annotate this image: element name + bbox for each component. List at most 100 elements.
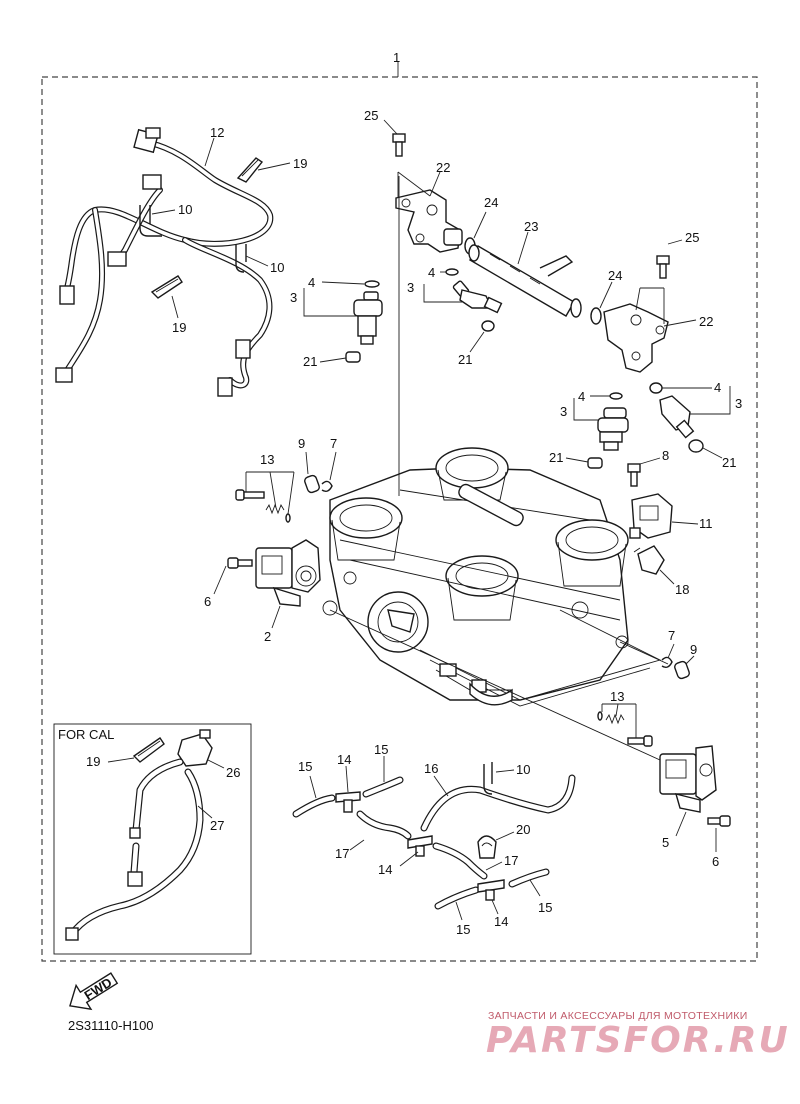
screw-6-right (707, 815, 731, 827)
part-label-19-mid: 19 (172, 320, 186, 335)
bolt-25-right (656, 255, 670, 279)
wire-clip-10-a (139, 205, 162, 237)
part-label-21-center: 21 (458, 352, 472, 367)
watermark-brand: PARTSFOR.RU (486, 1020, 790, 1061)
fuel-rail-joint-22-left (395, 189, 463, 253)
o-ring-4-center (445, 268, 459, 276)
hose-15-bottom-left (434, 886, 480, 910)
sensor-18 (633, 545, 665, 575)
band-clamp-19-top (236, 157, 264, 183)
band-clamp-19-mid (150, 275, 183, 299)
part-label-9-left: 9 (298, 436, 305, 451)
t-joint-14-mid (407, 835, 433, 857)
part-label-22-left: 22 (436, 160, 450, 175)
screw-6-left (227, 557, 253, 569)
for-cal-inset (53, 723, 252, 955)
hose-15-bottom-right (508, 868, 550, 888)
part-label-4-rl: 4 (578, 389, 585, 404)
part-label-1: 1 (393, 50, 400, 65)
o-ring-24-right (590, 307, 602, 325)
part-label-7-right: 7 (668, 628, 675, 643)
part-label-19-top: 19 (293, 156, 307, 171)
part-label-10-a: 10 (178, 202, 192, 217)
part-label-10-c: 10 (516, 762, 530, 777)
part-label-21-right: 21 (722, 455, 736, 470)
injector-seal-21-rl (587, 457, 603, 469)
part-label-19-inset: 19 (86, 754, 100, 769)
part-label-25-right: 25 (685, 230, 699, 245)
hose-17-right (432, 842, 488, 880)
part-label-13-left: 13 (260, 452, 274, 467)
hose-16 (420, 774, 576, 832)
hose-clip-10-c (483, 762, 493, 795)
watermark-tagline: ЗАПЧАСТИ И АКСЕССУАРЫ ДЛЯ МОТОТЕХНИКИ (488, 1010, 748, 1022)
assembly-boundary (41, 76, 758, 962)
fuel-rail-23 (468, 244, 582, 318)
part-label-15-left: 15 (298, 759, 312, 774)
part-label-21-left: 21 (303, 354, 317, 369)
part-label-15-bottom-right: 15 (538, 900, 552, 915)
canister-valve-26 (177, 729, 213, 767)
fuel-injector-3-left (353, 291, 383, 345)
clip-7-left (321, 480, 333, 493)
injector-seal-21-left (345, 351, 361, 363)
part-label-4-center: 4 (428, 265, 435, 280)
hose-17-left (356, 810, 412, 840)
part-label-7-left: 7 (330, 436, 337, 451)
part-label-4-left: 4 (308, 275, 315, 290)
adjust-screw-set-13-left (235, 489, 291, 523)
part-label-27: 27 (210, 818, 224, 833)
o-ring-4-rl (609, 392, 623, 400)
part-label-5: 5 (662, 835, 669, 850)
part-label-24-left: 24 (484, 195, 498, 210)
t-joint-14-bottom (477, 879, 505, 901)
part-label-4-right: 4 (714, 380, 721, 395)
part-label-26: 26 (226, 765, 240, 780)
intake-pressure-sensor-11 (629, 493, 673, 539)
cap-9-right (674, 660, 690, 680)
wire-harness (55, 127, 274, 397)
fuel-injector-3-right (659, 395, 695, 439)
cap-9-left (304, 474, 320, 494)
part-label-14-mid: 14 (378, 862, 392, 877)
hose-15-top (362, 776, 404, 798)
part-label-12: 12 (210, 125, 224, 140)
part-label-16: 16 (424, 761, 438, 776)
throttle-position-sensor-2 (255, 539, 321, 607)
part-label-17-right: 17 (504, 853, 518, 868)
o-ring-4-left (364, 280, 380, 288)
part-label-14-top: 14 (337, 752, 351, 767)
part-label-3-center: 3 (407, 280, 414, 295)
part-label-14-bottom: 14 (494, 914, 508, 929)
part-label-3-left: 3 (290, 290, 297, 305)
fuel-injector-3-center (452, 280, 503, 314)
diagram-code: 2S31110-H100 (68, 1018, 154, 1033)
part-label-8: 8 (662, 448, 669, 463)
injector-seal-21-center (481, 320, 495, 332)
part-label-2: 2 (264, 629, 271, 644)
part-label-15-bottom-left: 15 (456, 922, 470, 937)
part-label-18: 18 (675, 582, 689, 597)
bolt-8 (627, 463, 641, 487)
throttle-position-sensor-5 (659, 745, 717, 813)
band-clamp-19-inset (132, 737, 165, 763)
fuel-rail-joint-22-right (603, 303, 669, 373)
inset-title: FOR CAL (58, 727, 114, 742)
injector-seal-21-right (688, 439, 704, 453)
part-label-6-right: 6 (712, 854, 719, 869)
bolt-25-left (392, 133, 406, 157)
adjust-screw-set-13-right (597, 711, 653, 747)
part-label-9-right: 9 (690, 642, 697, 657)
wire-clip-10-b (235, 244, 247, 273)
part-label-21-rl: 21 (549, 450, 563, 465)
part-label-24-right: 24 (608, 268, 622, 283)
part-label-23: 23 (524, 219, 538, 234)
o-ring-4-right (649, 382, 663, 394)
part-label-17-left: 17 (335, 846, 349, 861)
clip-7-right (661, 656, 673, 669)
part-label-3-right: 3 (735, 396, 742, 411)
part-label-15-top: 15 (374, 742, 388, 757)
part-label-3-rl: 3 (560, 404, 567, 419)
part-label-13-right: 13 (610, 689, 624, 704)
